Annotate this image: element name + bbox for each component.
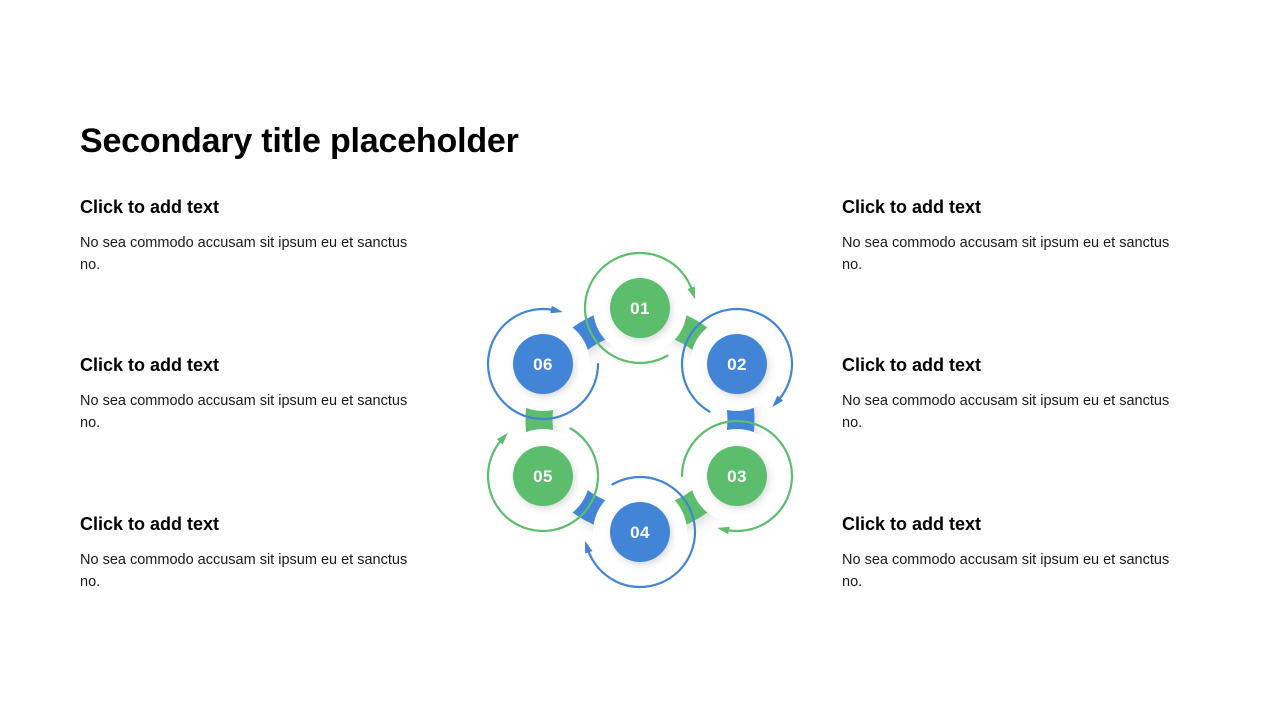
text-block-body[interactable]: No sea commodo accusam sit ipsum eu et s… [80, 551, 408, 590]
node-label-06: 06 [533, 355, 553, 374]
cycle-node-04[interactable]: 04 [585, 475, 697, 589]
node-circle-01[interactable] [610, 278, 670, 338]
node-group: 01 02 03 04 05 06 [486, 251, 794, 589]
text-block-heading[interactable]: Click to add text [80, 197, 220, 217]
text-block-body[interactable]: No sea commodo accusam sit ipsum eu et s… [80, 234, 408, 273]
node-label-05: 05 [533, 467, 553, 486]
cycle-node-03[interactable]: 03 [680, 419, 794, 535]
text-block-middle-left[interactable]: Click to add text No sea commodo accusam… [80, 355, 410, 434]
node-arrow-head-05 [496, 432, 508, 445]
cycle-node-02[interactable]: 02 [680, 307, 794, 413]
cycle-diagram: 01 02 03 04 05 06 [432, 212, 848, 628]
node-arrow-head-03 [717, 526, 730, 535]
node-arrow-arc-05 [486, 427, 600, 533]
text-block-heading[interactable]: Click to add text [80, 355, 220, 375]
text-block-body[interactable]: No sea commodo accusam sit ipsum eu et s… [842, 234, 1170, 273]
text-block-bottom-right[interactable]: Click to add text No sea commodo accusam… [842, 514, 1172, 593]
node-label-04: 04 [630, 523, 650, 542]
node-circle-06[interactable] [513, 334, 574, 394]
node-arrow-arc-04 [586, 475, 697, 589]
node-circle-04[interactable] [610, 502, 670, 562]
text-block-top-right[interactable]: Click to add text No sea commodo accusam… [842, 197, 1172, 276]
node-arrow-head-06 [550, 305, 563, 314]
node-label-01: 01 [630, 299, 650, 318]
node-arrow-head-04 [585, 540, 593, 554]
node-circle-05[interactable] [513, 446, 574, 506]
node-arrow-head-02 [772, 395, 784, 408]
node-arrow-arc-01 [583, 251, 694, 365]
text-block-top-left[interactable]: Click to add text No sea commodo accusam… [80, 197, 410, 276]
node-label-02: 02 [727, 355, 747, 374]
text-block-heading[interactable]: Click to add text [80, 514, 220, 534]
cycle-node-01[interactable]: 01 [583, 251, 695, 365]
page-title: Secondary title placeholder [80, 122, 519, 160]
text-block-body[interactable]: No sea commodo accusam sit ipsum eu et s… [842, 392, 1170, 431]
cycle-node-05[interactable]: 05 [486, 427, 600, 533]
text-block-body[interactable]: No sea commodo accusam sit ipsum eu et s… [842, 551, 1170, 590]
cycle-node-06[interactable]: 06 [486, 305, 600, 421]
node-arrow-head-01 [687, 286, 695, 300]
text-block-heading[interactable]: Click to add text [842, 355, 982, 375]
node-label-03: 03 [727, 467, 747, 486]
node-arrow-arc-03 [680, 419, 794, 533]
text-block-heading[interactable]: Click to add text [842, 514, 982, 534]
node-arrow-arc-06 [486, 307, 600, 421]
text-block-heading[interactable]: Click to add text [842, 197, 982, 217]
node-circle-02[interactable] [706, 334, 767, 394]
node-circle-03[interactable] [706, 446, 767, 506]
text-block-bottom-left[interactable]: Click to add text No sea commodo accusam… [80, 514, 410, 593]
text-block-middle-right[interactable]: Click to add text No sea commodo accusam… [842, 355, 1172, 434]
node-arrow-arc-02 [680, 307, 794, 413]
text-block-body[interactable]: No sea commodo accusam sit ipsum eu et s… [80, 392, 408, 431]
